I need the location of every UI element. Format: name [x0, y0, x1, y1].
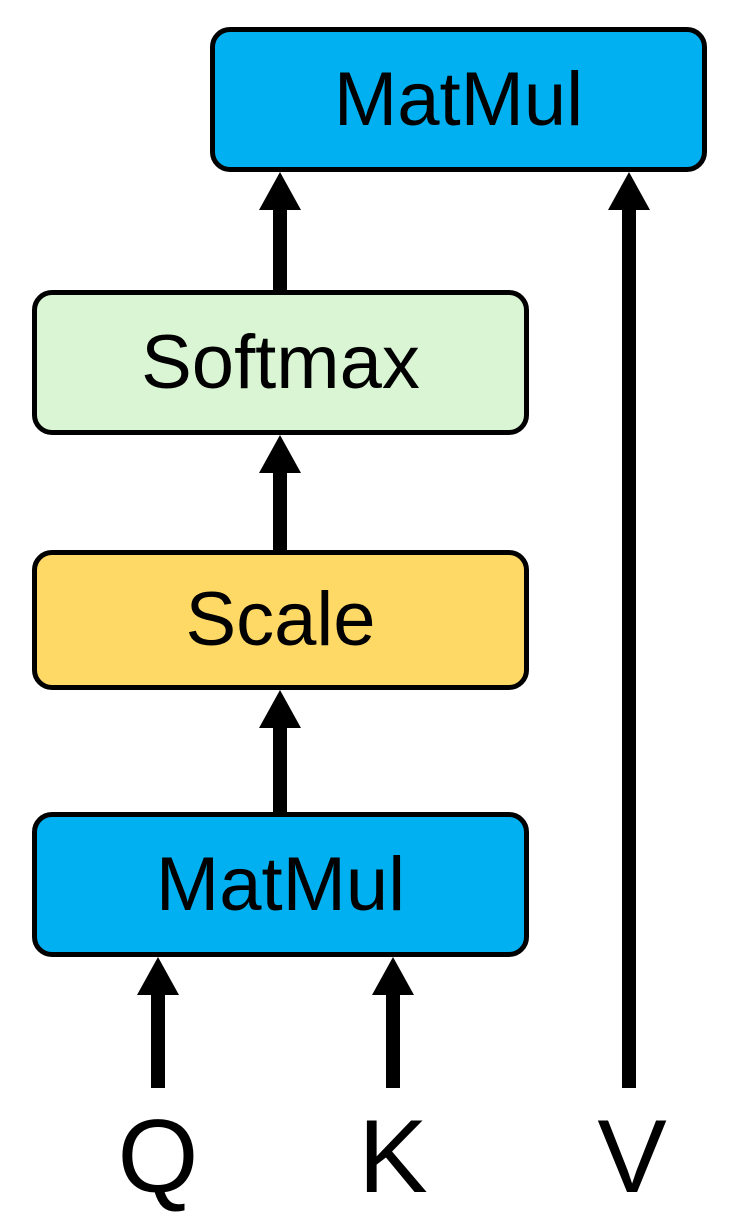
arrow-k-to-matmul-bottom [372, 957, 414, 1088]
arrow-matmul-bottom-to-scale [259, 690, 301, 814]
input-label-q: Q [117, 1099, 199, 1215]
arrow-q-to-matmul-bottom [137, 957, 179, 1088]
arrow-softmax-to-matmul-top [259, 172, 301, 292]
matmul-top-node: MatMul [210, 27, 707, 172]
arrow-scale-to-softmax [259, 435, 301, 552]
softmax-label: Softmax [141, 319, 420, 405]
scale-label: Scale [185, 577, 376, 662]
matmul-bottom-node: MatMul [32, 812, 529, 957]
arrow-v-to-matmul-top [608, 172, 650, 1088]
matmul-top-label: MatMul [333, 56, 584, 142]
input-label-v: V [597, 1099, 667, 1215]
scale-node: Scale [32, 550, 529, 690]
softmax-node: Softmax [32, 290, 529, 435]
matmul-bottom-label: MatMul [155, 841, 406, 927]
input-label-k: K [358, 1099, 428, 1215]
